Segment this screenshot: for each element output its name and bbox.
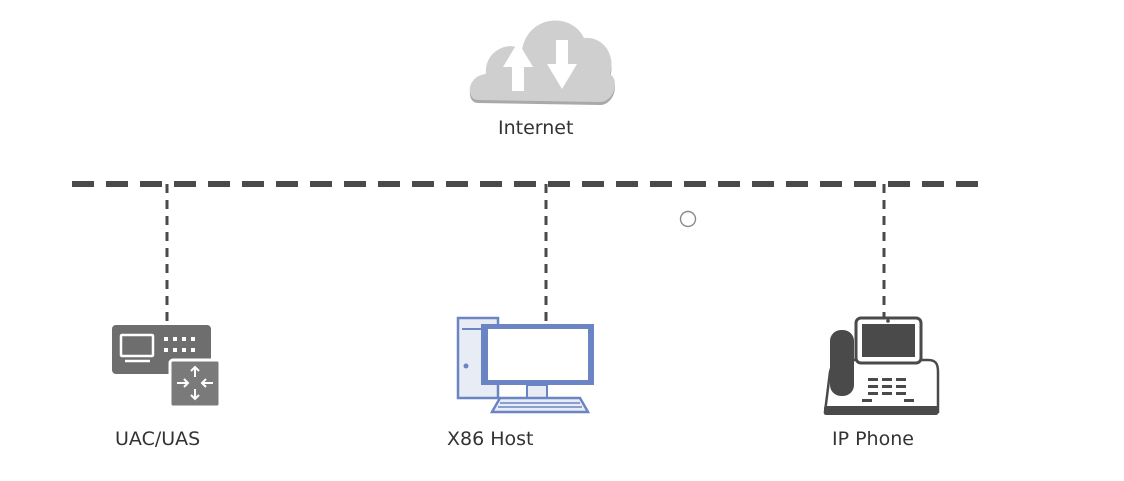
desktop-computer-icon: [456, 316, 594, 414]
ip-phone-label: IP Phone: [832, 428, 914, 450]
uac-uas-label: UAC/UAS: [115, 428, 201, 450]
x86-host-label: X86 Host: [447, 428, 534, 450]
pointer-marker: [679, 210, 697, 228]
router-device-icon: [112, 325, 222, 409]
ip-phone-icon: [823, 316, 940, 415]
cloud-upload-download-icon: [469, 20, 615, 105]
internet-label: Internet: [498, 117, 574, 139]
